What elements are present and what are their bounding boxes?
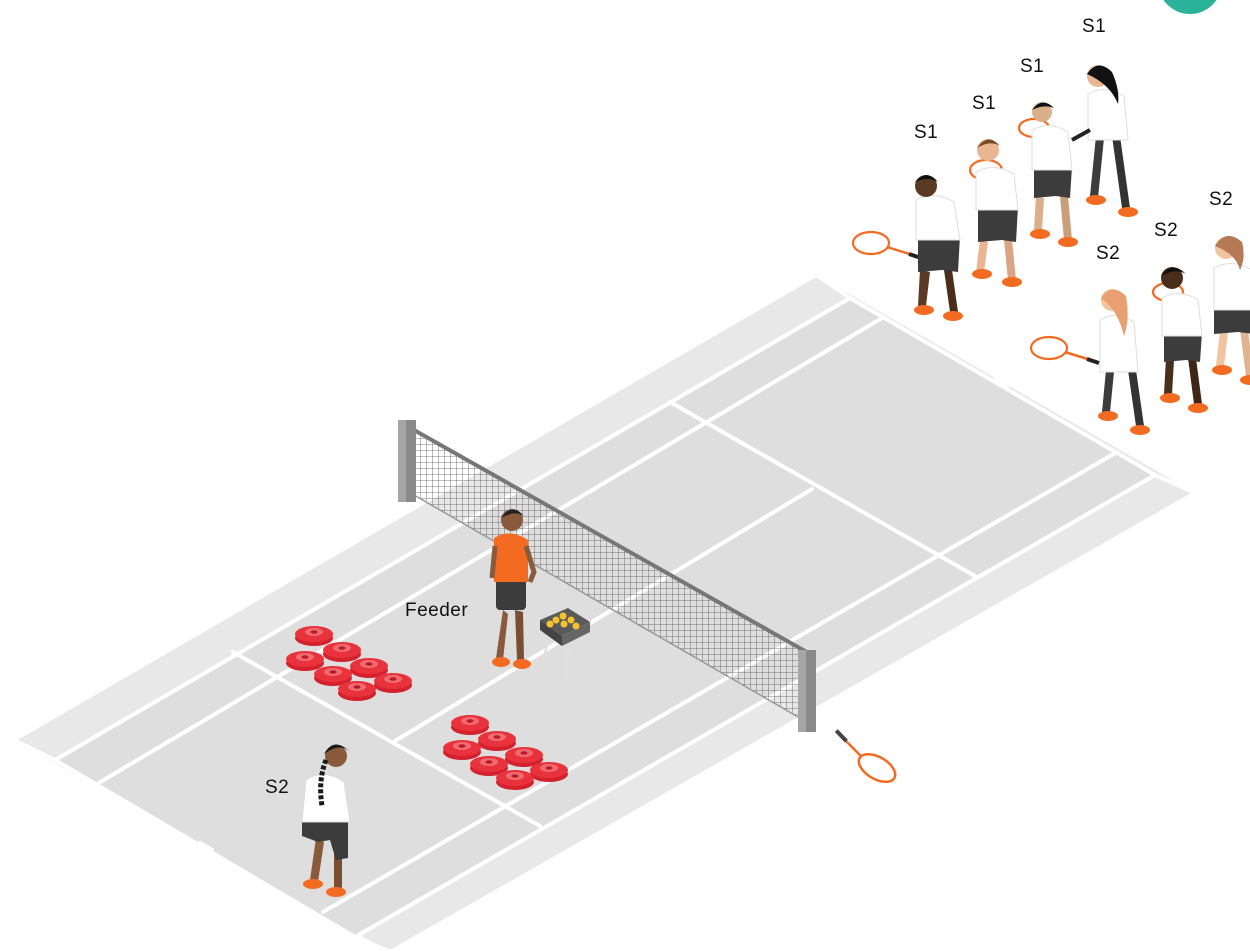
feeder-label: Feeder <box>405 600 468 621</box>
s1-label-3: S1 <box>1020 56 1044 77</box>
player-s1-3 <box>1019 102 1078 247</box>
player-s1-1 <box>853 175 963 321</box>
s1-label-2: S1 <box>972 93 996 114</box>
tennis-court <box>16 276 1193 951</box>
s2-label-2: S2 <box>1154 220 1178 241</box>
s2-queue <box>1031 236 1250 435</box>
s1-label-4: S1 <box>1082 16 1106 37</box>
s2-label-3: S2 <box>1209 189 1233 210</box>
player-s1-2 <box>970 139 1022 287</box>
tennis-racket-icon <box>825 731 901 788</box>
s2-label-1: S2 <box>1096 243 1120 264</box>
player-s2-2 <box>1153 267 1208 413</box>
player-s2-3 <box>1212 236 1250 385</box>
corner-badge <box>1158 0 1222 14</box>
s1-label-1: S1 <box>914 122 938 143</box>
s2-court-label: S2 <box>265 777 289 798</box>
player-s1-4 <box>1072 65 1138 217</box>
